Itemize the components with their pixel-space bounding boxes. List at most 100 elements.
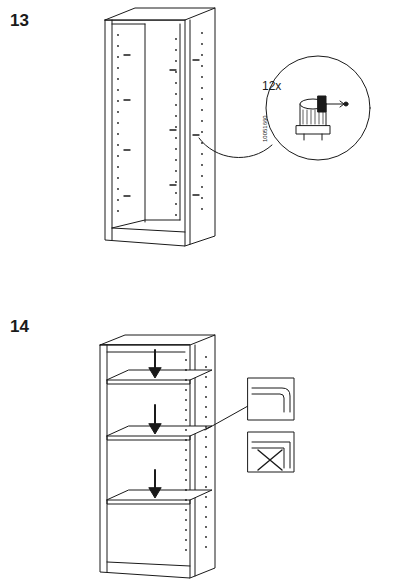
hole <box>175 170 177 172</box>
hole <box>175 192 177 194</box>
hole <box>201 186 203 188</box>
shelf <box>107 490 212 500</box>
hole <box>117 144 119 146</box>
hole <box>201 76 203 78</box>
knurl-line <box>303 110 304 124</box>
hole <box>175 71 177 73</box>
hole <box>201 87 203 89</box>
hole <box>201 175 203 177</box>
shelf-edge <box>107 436 190 440</box>
hole <box>205 486 207 488</box>
hole <box>117 34 119 36</box>
hole <box>185 419 187 421</box>
knurl-line <box>315 110 316 124</box>
hole <box>205 436 207 438</box>
hole <box>175 60 177 62</box>
hole <box>175 137 177 139</box>
hole <box>185 499 187 501</box>
hole <box>205 386 207 388</box>
shelf-pins <box>124 55 199 196</box>
hole <box>205 506 207 508</box>
step-number: 13 <box>10 12 29 29</box>
hole <box>201 98 203 100</box>
hole <box>205 396 207 398</box>
hole <box>205 456 207 458</box>
hole <box>185 479 187 481</box>
hole <box>205 496 207 498</box>
hole <box>175 126 177 128</box>
knurl-line <box>307 110 308 124</box>
hole <box>185 519 187 521</box>
hole <box>117 45 119 47</box>
hole <box>185 459 187 461</box>
hole <box>205 356 207 358</box>
hole <box>117 166 119 168</box>
hole <box>205 546 207 548</box>
hole <box>185 369 187 371</box>
shelves <box>107 370 212 504</box>
hole <box>201 109 203 111</box>
hole <box>117 100 119 102</box>
hole <box>185 429 187 431</box>
shelf-hole-row <box>185 356 207 551</box>
hole <box>175 115 177 117</box>
hole <box>205 466 207 468</box>
shelf-hole-row <box>117 32 203 216</box>
hole <box>175 38 177 40</box>
hole <box>205 426 207 428</box>
step-number: 14 <box>10 318 29 335</box>
hole <box>201 208 203 210</box>
hole <box>185 549 187 551</box>
hole <box>117 133 119 135</box>
knurl-line <box>323 110 324 124</box>
hole <box>185 539 187 541</box>
hole <box>117 78 119 80</box>
hole <box>117 122 119 124</box>
hole <box>175 214 177 216</box>
bookcase-with-shelves <box>100 335 215 578</box>
hole <box>201 197 203 199</box>
hole <box>175 82 177 84</box>
hole <box>175 203 177 205</box>
hole <box>185 489 187 491</box>
hole <box>185 509 187 511</box>
part-number: 10051660 <box>262 115 268 142</box>
hole <box>175 148 177 150</box>
hole <box>185 379 187 381</box>
hole <box>205 376 207 378</box>
hole <box>117 188 119 190</box>
hole <box>175 104 177 106</box>
correct-detail <box>248 378 294 420</box>
hole <box>117 155 119 157</box>
hole <box>117 199 119 201</box>
hole <box>185 359 187 361</box>
hole <box>117 67 119 69</box>
hole <box>205 516 207 518</box>
hole <box>201 65 203 67</box>
hole <box>117 177 119 179</box>
hole <box>205 536 207 538</box>
hole <box>185 389 187 391</box>
hole <box>201 120 203 122</box>
hole <box>201 43 203 45</box>
hole <box>201 131 203 133</box>
hole <box>201 54 203 56</box>
hole <box>117 89 119 91</box>
hole <box>205 476 207 478</box>
knurl-line <box>319 110 320 124</box>
wrong-detail <box>248 432 294 472</box>
hole <box>205 406 207 408</box>
hole <box>205 366 207 368</box>
shelf-pin-detail <box>296 96 348 140</box>
shelf <box>107 426 212 436</box>
quantity: 12x <box>262 80 281 92</box>
shelf-edge <box>107 380 190 384</box>
hole <box>205 526 207 528</box>
hole <box>117 56 119 58</box>
hole <box>205 416 207 418</box>
hole <box>185 469 187 471</box>
hole <box>201 164 203 166</box>
detail-callout <box>266 56 370 160</box>
leader-line <box>199 138 272 158</box>
